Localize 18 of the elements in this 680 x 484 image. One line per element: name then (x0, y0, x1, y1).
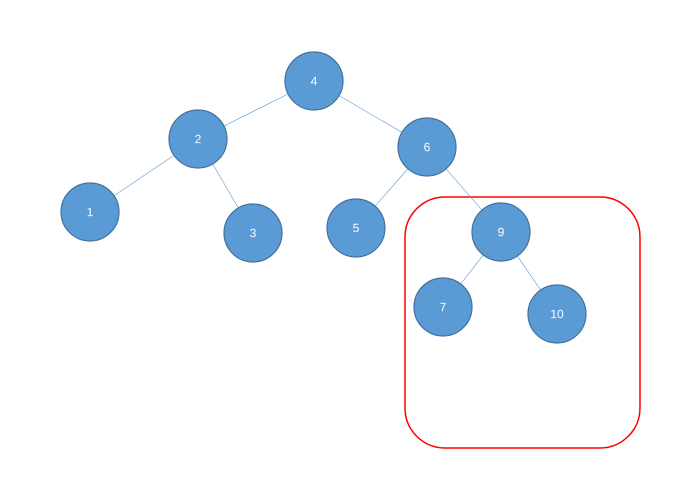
tree-edge (517, 256, 541, 290)
rounded-frame (404, 196, 641, 449)
tree-edge (446, 169, 482, 210)
tree-node: 7 (413, 277, 473, 337)
tree-node: 2 (168, 109, 228, 169)
tree-edge (212, 164, 238, 208)
tree-edge (114, 155, 174, 196)
tree-node: 3 (223, 203, 283, 263)
tree-node: 4 (284, 51, 344, 111)
tree-edge (339, 96, 402, 132)
tree-edge (224, 94, 288, 126)
tree-node: 10 (527, 284, 587, 344)
tree-edge (375, 168, 408, 206)
tree-node: 6 (397, 117, 457, 177)
tree-node: 9 (471, 202, 531, 262)
tree-node: 1 (60, 182, 120, 242)
tree-edge (460, 255, 484, 284)
tree-node: 5 (326, 198, 386, 258)
